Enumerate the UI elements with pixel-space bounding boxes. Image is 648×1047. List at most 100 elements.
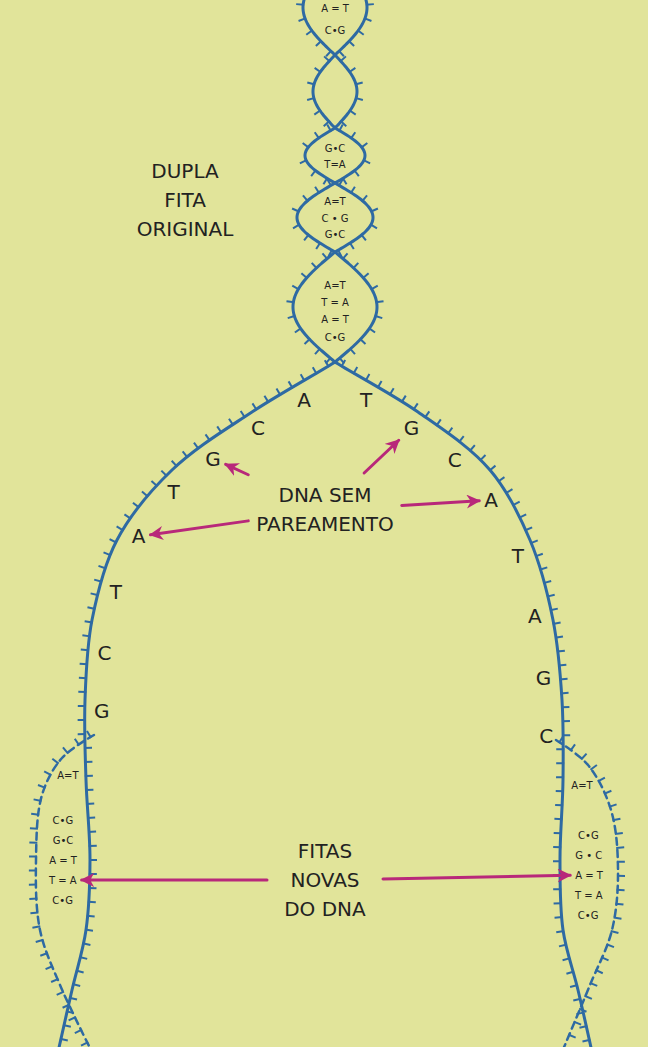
base-pair: T = A [575, 890, 603, 901]
strand-tick [94, 580, 102, 582]
strand-tick [69, 998, 77, 1000]
strand-tick [52, 759, 58, 764]
strand-tick [525, 527, 532, 530]
strand-tick [315, 187, 319, 194]
strand-tick [553, 623, 561, 624]
strand-tick [32, 926, 40, 927]
strand-tick [342, 253, 347, 259]
strand-tick [314, 110, 321, 115]
strand-tick [44, 771, 51, 775]
strand-tick [326, 357, 331, 363]
strand-tick [81, 1042, 88, 1046]
strand-tick [553, 846, 561, 848]
base-letter: T [512, 546, 524, 566]
strand-tick [614, 917, 622, 918]
strand-tick [86, 803, 94, 806]
strand-tick [315, 132, 320, 139]
strand-tick [354, 170, 359, 176]
strand-tick [51, 979, 58, 982]
strand-tick [296, 3, 304, 6]
strand-tick [378, 381, 382, 388]
strand-tick [370, 224, 377, 228]
strand-tick [89, 859, 97, 861]
new-dna-strand [36, 735, 94, 1047]
base-letter: A [528, 606, 542, 626]
base-letter: G [536, 668, 552, 688]
strand-tick [611, 931, 619, 933]
strand-tick [78, 733, 86, 735]
base-letter: A [484, 490, 498, 510]
strand-tick [63, 1025, 71, 1027]
strand-tick [327, 179, 331, 186]
strand-tick [576, 1012, 584, 1014]
strand-tick [595, 970, 602, 973]
strand-tick [292, 286, 299, 290]
strand-tick [579, 1009, 586, 1012]
strand-tick [124, 514, 131, 519]
strand-tick [425, 411, 430, 418]
base-letter: C [251, 418, 265, 438]
strand-tick [348, 41, 354, 47]
strand-tick [556, 776, 564, 778]
strand-tick [390, 388, 394, 395]
strand-tick [85, 930, 93, 931]
strand-tick [315, 348, 320, 354]
strand-tick [361, 234, 366, 240]
strand-tick [570, 744, 575, 750]
strand-tick [172, 461, 177, 467]
base-pair: T = A [49, 875, 77, 886]
strand-tick [60, 1039, 68, 1041]
strand-tick [519, 514, 526, 517]
base-pair: C•G [53, 815, 74, 826]
strand-tick [133, 503, 139, 508]
strand-tick [63, 1004, 70, 1007]
strand-tick [559, 945, 567, 947]
strand-tick [598, 778, 605, 782]
strand-tick [303, 143, 309, 148]
strand-tick [286, 301, 294, 302]
strand-tick [615, 903, 623, 906]
strand-tick [489, 466, 495, 471]
strand-tick [305, 339, 311, 345]
strand-tick [554, 832, 562, 834]
strand-tick [553, 888, 561, 890]
new-dna-strand [556, 740, 618, 1047]
strand-tick [506, 489, 513, 493]
strand-tick [340, 56, 346, 61]
strand-tick [617, 875, 625, 877]
strand-tick [66, 1011, 74, 1013]
strand-tick [229, 419, 233, 426]
strand-tick [557, 650, 565, 653]
strand-tick [315, 68, 322, 73]
strand-tick [306, 30, 312, 35]
base-pair: G•C [53, 835, 74, 846]
strand-tick [29, 855, 37, 857]
strand-tick [554, 902, 562, 904]
strand-tick [535, 554, 543, 557]
base-pair: G•C [325, 143, 346, 154]
base-pair: C•G [325, 25, 346, 36]
strand-tick [340, 121, 346, 126]
strand-tick [615, 832, 623, 835]
pointer-arrow [82, 879, 267, 882]
strand-tick [558, 664, 566, 667]
strand-tick [360, 339, 366, 345]
strand-tick [563, 958, 571, 960]
strand-tick [357, 30, 363, 35]
base-letter: T [168, 482, 180, 502]
strand-tick [341, 360, 345, 367]
strand-tick [556, 790, 564, 792]
strand-tick [78, 719, 86, 721]
strand-tick [326, 50, 331, 56]
strand-tick [355, 98, 363, 100]
strand-tick [241, 411, 245, 418]
strand-tick [562, 734, 570, 736]
strand-tick [217, 426, 221, 433]
pointer-arrow [383, 875, 570, 879]
strand-tick [555, 637, 563, 638]
strand-tick [543, 581, 551, 583]
section-label: DNA SEM PAREAMENTO [256, 481, 393, 539]
strand-tick [91, 593, 99, 595]
base-pair: A=T [571, 780, 592, 791]
